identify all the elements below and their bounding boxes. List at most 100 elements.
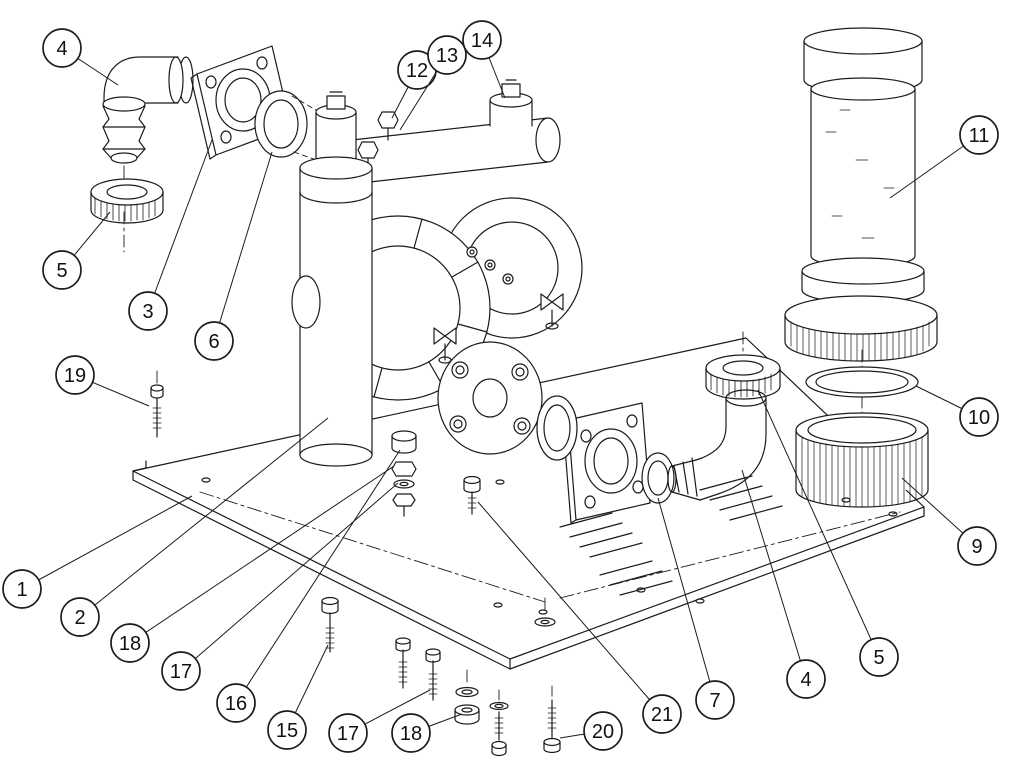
callout-circle (957, 526, 997, 566)
callout-label: 10 (968, 407, 990, 429)
pump-inlet-port-left (315, 91, 357, 163)
callout-circle (786, 659, 826, 699)
union-nut-right (705, 331, 781, 400)
callout-label: 6 (208, 331, 219, 353)
callout-21: 21 (477, 501, 682, 734)
callout-leader-line (180, 482, 399, 672)
gasket-ring-mid (536, 395, 578, 461)
bolt-19 (150, 370, 164, 438)
union-nut-top-left (90, 178, 164, 224)
screw-bottom-center (489, 689, 509, 757)
callout-4b: 4 (741, 469, 826, 699)
callout-label: 3 (142, 301, 153, 323)
callout-label: 11 (969, 125, 990, 147)
callout-13: 13 (399, 35, 467, 131)
callout-11: 11 (889, 115, 999, 199)
callout-circle (128, 291, 168, 331)
flange-mounting-bolt (463, 475, 481, 515)
callout-leader-line (741, 469, 807, 680)
callout-3: 3 (128, 139, 213, 331)
callout-19: 19 (55, 355, 150, 407)
callout-leader-line (477, 501, 663, 715)
callout-9: 9 (901, 477, 997, 566)
callout-label: 5 (56, 260, 67, 282)
muffler-assembly (784, 27, 938, 508)
callout-17a: 17 (161, 482, 399, 691)
callout-leader-line (129, 465, 395, 644)
air-valve-hardware-stack (391, 430, 417, 517)
clamp-wingnut-left (433, 327, 457, 364)
callout-5a: 5 (42, 211, 111, 290)
callout-circle (2, 569, 42, 609)
clamp-wingnut-right (540, 293, 564, 330)
callout-circle (194, 321, 234, 361)
callout-circle (583, 711, 623, 751)
strainer-basket (795, 412, 929, 508)
callout-18a: 18 (110, 465, 395, 663)
callout-leader-line (147, 139, 213, 312)
callout-label: 13 (436, 45, 458, 67)
callout-label: 15 (276, 720, 298, 742)
callout-label: 7 (709, 690, 720, 712)
elbow-fitting-top-left (102, 56, 194, 253)
callout-2: 2 (60, 417, 329, 637)
callout-circle (391, 713, 431, 753)
callout-leader-line (213, 151, 273, 342)
callout-circle (959, 397, 999, 437)
gasket-ring-right (805, 366, 919, 398)
pump-hub-boss (291, 275, 321, 329)
callout-label: 17 (337, 723, 359, 745)
callout-label: 14 (471, 30, 493, 52)
callout-7: 7 (657, 497, 735, 720)
callout-label: 2 (74, 607, 85, 629)
callout-leader-line (757, 389, 880, 658)
bolt-20 (543, 685, 561, 754)
callout-label: 5 (873, 647, 884, 669)
callout-circle (328, 713, 368, 753)
base-plate-holes (201, 477, 898, 615)
callout-16: 16 (216, 449, 401, 723)
callout-circle (959, 115, 999, 155)
callout-circle (216, 683, 256, 723)
washer-and-nut-18 (454, 669, 480, 725)
callout-10: 10 (915, 385, 999, 437)
callout-label: 4 (800, 669, 811, 691)
callout-5b: 5 (757, 389, 899, 677)
bolt-17-pair (395, 637, 441, 701)
air-valve-bolts (466, 246, 514, 285)
callout-circle (462, 20, 502, 60)
callout-leader-line (657, 497, 716, 701)
callout-circle (110, 623, 150, 663)
callout-label: 1 (16, 579, 27, 601)
callout-circle (42, 28, 82, 68)
callout-label: 19 (64, 365, 86, 387)
callout-label: 20 (592, 721, 614, 743)
callout-17b: 17 (328, 689, 431, 753)
flange-plate-right (562, 402, 651, 524)
callout-4a: 4 (42, 28, 119, 86)
callout-6: 6 (194, 151, 273, 361)
pump-top-manifold (351, 117, 561, 185)
callout-label: 17 (170, 661, 192, 683)
callout-label: 18 (400, 723, 422, 745)
pump-inlet-port-right (489, 79, 533, 127)
callout-18b: 18 (391, 713, 463, 753)
callout-circle (161, 651, 201, 691)
callout-leader-line (21, 495, 193, 590)
callout-circle (267, 710, 307, 750)
callout-circle (695, 680, 735, 720)
callout-14: 14 (462, 20, 506, 99)
base-plate-louvers (559, 475, 783, 596)
retaining-ring (784, 295, 938, 362)
callout-label: 9 (971, 536, 982, 558)
callout-15: 15 (267, 644, 329, 750)
callout-label: 16 (225, 693, 247, 715)
gasket-ring-small-right (641, 452, 675, 504)
callout-12: 12 (391, 50, 437, 119)
muffler-body (810, 77, 916, 268)
callout-circle (427, 35, 467, 75)
washer-mid-plate (534, 597, 556, 627)
callout-20: 20 (559, 711, 623, 751)
